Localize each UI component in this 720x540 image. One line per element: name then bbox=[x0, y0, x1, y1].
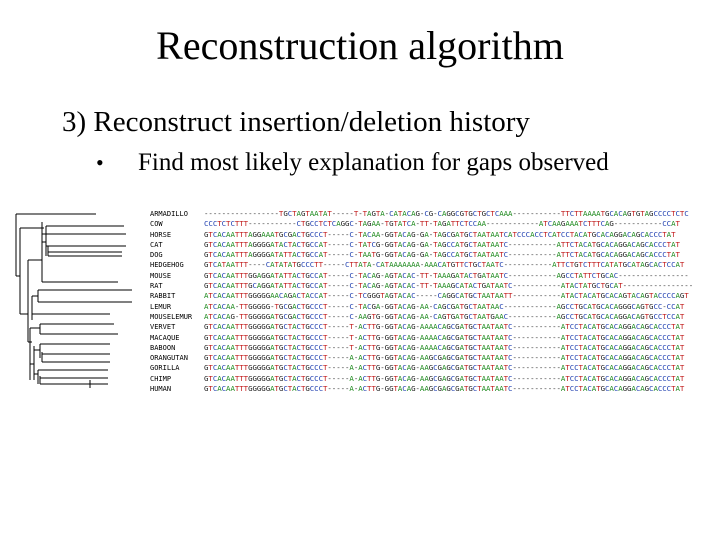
sequence-row: GTCACAATTTAGGGGATATTACTGCCAT-----C-TAATG… bbox=[204, 250, 680, 260]
sequence-row: GTCACAATTTGGGGGATGCTACTGCCCT-----T-ACTTG… bbox=[204, 342, 685, 352]
sequence-row: GTCATAATTT----CATATATGCCCTT-----CTTATA-C… bbox=[204, 260, 685, 270]
sequence-row: GTCACAATTTAGGGGATACTACTGCCAT-----C-TATCG… bbox=[204, 239, 680, 249]
sequence-row: ATCACAG-TTGGGGGATGCGACTGCCCT-----C-AAGTG… bbox=[204, 311, 685, 321]
sequence-row: GTCACAATTTAGGAAATGCGACTGCCCT-----C-TACAA… bbox=[204, 229, 676, 239]
sequence-row: GTCACAATTTGGGGGATGCTACTGCCCT-----T-ACTTG… bbox=[204, 322, 685, 332]
species-name: HEDGEHOG bbox=[150, 261, 184, 270]
species-name: GORILLA bbox=[150, 364, 180, 373]
species-name: VERVET bbox=[150, 323, 176, 332]
slide-title: Reconstruction algorithm bbox=[156, 23, 564, 68]
section-heading: 3) Reconstruct insertion/deletion histor… bbox=[62, 106, 530, 138]
bullet-dot-icon: • bbox=[96, 150, 104, 175]
species-name: MOUSELEMUR bbox=[150, 312, 193, 321]
species-name: ORANGUTAN bbox=[150, 354, 188, 363]
species-name: RABBIT bbox=[150, 292, 176, 301]
species-name: COW bbox=[150, 220, 163, 229]
sequence-row: GTCACAATTTGGAGGATATTACTGCCAT-----C-TACAG… bbox=[204, 270, 689, 280]
sequence-row: GTCACAATTTGGGGGATGCTACTGCCCT-----T-ACTTG… bbox=[204, 332, 685, 342]
species-name: HUMAN bbox=[150, 385, 172, 394]
species-name: HORSE bbox=[150, 230, 172, 239]
sequence-row: GTCACAATTTGGGGGATGCTACTGCCCT-----A-ACTTG… bbox=[204, 384, 685, 394]
sequence-row: GTCACAATTTGGGGGATGCTACTGCCCT-----A-ACTTG… bbox=[204, 353, 685, 363]
species-name: ARMADILLO bbox=[150, 210, 188, 218]
species-name: BABOON bbox=[150, 343, 176, 352]
bullet-text: Find most likely explanation for gaps ob… bbox=[138, 149, 609, 176]
species-name: MOUSE bbox=[150, 271, 172, 280]
species-name: CHIMP bbox=[150, 374, 172, 383]
sequence-row: -----------------TGCTAGTAATAT-----T-TAGT… bbox=[204, 209, 689, 218]
sequence-row: CCCTCTCTTT-----------CTGCCTCTCAGGC-TAGAA… bbox=[204, 219, 680, 229]
species-name: DOG bbox=[150, 251, 163, 260]
sequence-row: ATCACAA-TTGGGGG-TGCGACTGCCCT-----C-TACGA… bbox=[204, 301, 685, 311]
sequence-row: GTCACAATTTGGGGGATGCTACTGCCCT-----A-ACTTG… bbox=[204, 373, 685, 383]
sequence-row: GTCACAATTTGCAGGATATTACTGCCAT-----C-TACAG… bbox=[204, 281, 694, 291]
species-name: RAT bbox=[150, 282, 163, 291]
sequence-row: ATCACAATTTGGGGGAACAGACTACCAT-----C-TCGGG… bbox=[204, 291, 689, 301]
species-name: LEMUR bbox=[150, 302, 172, 311]
phylogenetic-tree bbox=[15, 213, 132, 388]
species-name: CAT bbox=[150, 240, 163, 249]
sequence-alignment: -----------------TGCTAGTAATAT-----T-TAGT… bbox=[204, 209, 720, 394]
sequence-row: GTCACAATTTGGGGGATGCTACTGCCCT-----A-ACTTG… bbox=[204, 363, 685, 373]
species-name: MACAQUE bbox=[150, 333, 180, 342]
